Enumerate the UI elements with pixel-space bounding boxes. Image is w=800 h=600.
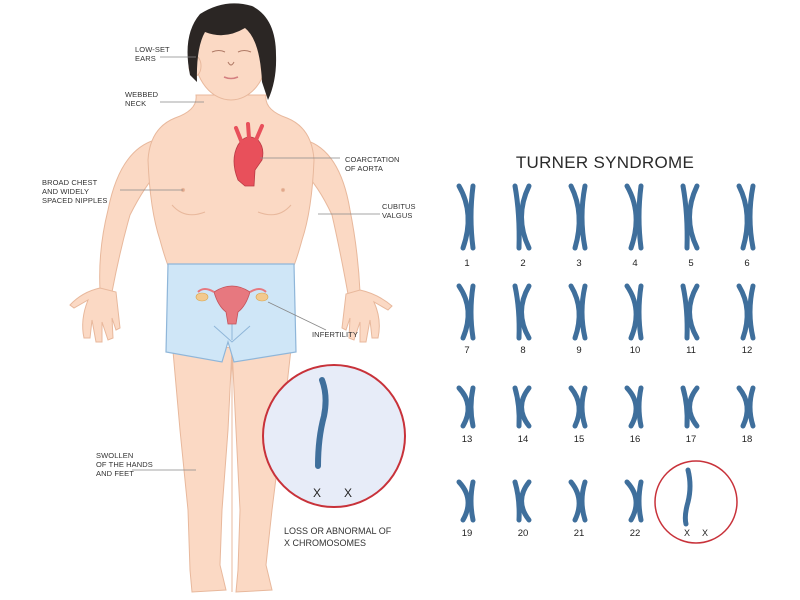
leader-lines [120, 56, 380, 471]
chromosome-3-chromatid-2 [579, 183, 588, 251]
chromosome-number-12: 12 [741, 345, 753, 356]
chromosome-number-7: 7 [464, 345, 470, 356]
chromosome-number-19: 19 [461, 528, 473, 539]
chromosome-18-chromatid-1 [736, 385, 750, 429]
chromosome-22-chromatid-1 [624, 479, 639, 523]
chromosome-15-chromatid-2 [579, 385, 588, 429]
magnifier-x-1: X [313, 486, 322, 500]
face-details [211, 50, 252, 80]
chromosome-1-chromatid-2 [468, 183, 476, 251]
chromosome-2-chromatid-1 [512, 183, 522, 251]
chromosome-12-chromatid-1 [736, 283, 750, 341]
chromosome-11-chromatid-2 [687, 283, 700, 341]
chromosome-5-chromatid-1 [680, 183, 690, 251]
chromosome-12-chromatid-2 [747, 283, 756, 341]
chromosome-19-chromatid-1 [456, 479, 471, 523]
chromosome-number-20: 20 [517, 528, 529, 539]
chromosome-20-chromatid-2 [519, 479, 532, 523]
chromosome-number-1: 1 [464, 258, 470, 269]
diagram-title: TURNER SYNDROME [515, 153, 695, 172]
chromosome-14-chromatid-1 [512, 385, 522, 429]
chromosome-9-chromatid-1 [568, 283, 582, 341]
left-hand [69, 287, 121, 343]
chest-contour [171, 187, 292, 216]
left-leg [171, 339, 233, 593]
chromosome-number-5: 5 [688, 258, 694, 269]
chromosome-4-chromatid-2 [636, 183, 644, 251]
chromosome-2-chromatid-2 [519, 183, 532, 251]
chromosome-number-9: 9 [576, 345, 582, 356]
chromosome-14-chromatid-2 [519, 385, 532, 429]
torso [147, 94, 315, 271]
right-hand [341, 289, 393, 343]
chromosome-number-22: 22 [629, 528, 641, 539]
chromosome-number-11: 11 [686, 345, 696, 356]
chromosome-9-chromatid-2 [579, 283, 588, 341]
sex-chromosome-label-x2: X [702, 528, 709, 538]
karyotype-chromosomes [456, 183, 756, 523]
chromosome-number-4: 4 [632, 258, 638, 269]
chromosome-number-3: 3 [576, 258, 582, 269]
chromosome-6-chromatid-2 [747, 183, 756, 251]
sex-chromosome-circle [654, 460, 738, 544]
chromosome-number-18: 18 [741, 434, 753, 445]
label-infertility: INFERTILITY [312, 330, 358, 339]
chromosome-8-chromatid-1 [512, 283, 522, 341]
chromosome-7-chromatid-1 [456, 283, 471, 341]
chromosome-number-2: 2 [520, 258, 526, 269]
sex-chromosome-label-x1: X [684, 528, 691, 538]
chromosome-number-14: 14 [517, 434, 529, 445]
magnifier-x-2: X [344, 486, 353, 500]
chromosome-number-6: 6 [744, 258, 750, 269]
chromosome-6-chromatid-1 [736, 183, 750, 251]
chromosome-number-21: 21 [573, 528, 585, 539]
chromosome-5-chromatid-2 [687, 183, 700, 251]
chromosome-8-chromatid-2 [519, 283, 532, 341]
chromosome-13-chromatid-2 [468, 385, 476, 429]
chromosome-10-chromatid-1 [624, 283, 639, 341]
label-swollen-hands-feet: SWOLLEN OF THE HANDS AND FEET [96, 451, 153, 478]
label-webbed-neck: WEBBED NECK [125, 90, 159, 108]
label-broad-chest: BROAD CHEST AND WIDELY SPACED NIPPLES [42, 178, 108, 205]
chromosome-17-chromatid-2 [687, 385, 700, 429]
chromosome-number-8: 8 [520, 345, 526, 356]
chromosome-18-chromatid-2 [747, 385, 756, 429]
uterus-icon [195, 285, 269, 325]
label-low-set-ears: LOW-SET EARS [135, 45, 170, 63]
chromosome-21-chromatid-2 [579, 479, 588, 523]
chromosome-17-chromatid-1 [680, 385, 690, 429]
chromosome-13-chromatid-1 [456, 385, 471, 429]
chromosome-number-13: 13 [461, 434, 473, 445]
label-coarctation-aorta: COARCTATION OF AORTA [345, 155, 400, 173]
chromosome-4-chromatid-1 [624, 183, 639, 251]
chromosome-number-16: 16 [629, 434, 641, 445]
x-chromosome-single [315, 377, 329, 469]
chromosome-10-chromatid-2 [636, 283, 644, 341]
chromosome-21-chromatid-1 [568, 479, 582, 523]
chromosome-3-chromatid-1 [568, 183, 582, 251]
chromosome-16-chromatid-1 [624, 385, 639, 429]
chromosome-15-chromatid-1 [568, 385, 582, 429]
chromosome-16-chromatid-2 [636, 385, 644, 429]
chromosome-22-chromatid-2 [636, 479, 644, 523]
magnifier-caption: LOSS OR ABNORMAL OF X CHROMOSOMES [284, 526, 392, 548]
chromosome-1-chromatid-1 [456, 183, 471, 251]
chromosome-number-10: 10 [629, 345, 641, 356]
chromosome-number-17: 17 [685, 434, 697, 445]
label-cubitus-valgus: CUBITUS VALGUS [382, 202, 416, 220]
sex-chromosome-x [682, 467, 693, 527]
chromosome-number-15: 15 [573, 434, 585, 445]
magnifier-circle [262, 364, 406, 508]
hair [187, 3, 277, 100]
chromosome-20-chromatid-1 [512, 479, 522, 523]
chromosome-19-chromatid-2 [468, 479, 476, 523]
chromosome-11-chromatid-1 [680, 283, 690, 341]
chromosome-7-chromatid-2 [468, 283, 476, 341]
